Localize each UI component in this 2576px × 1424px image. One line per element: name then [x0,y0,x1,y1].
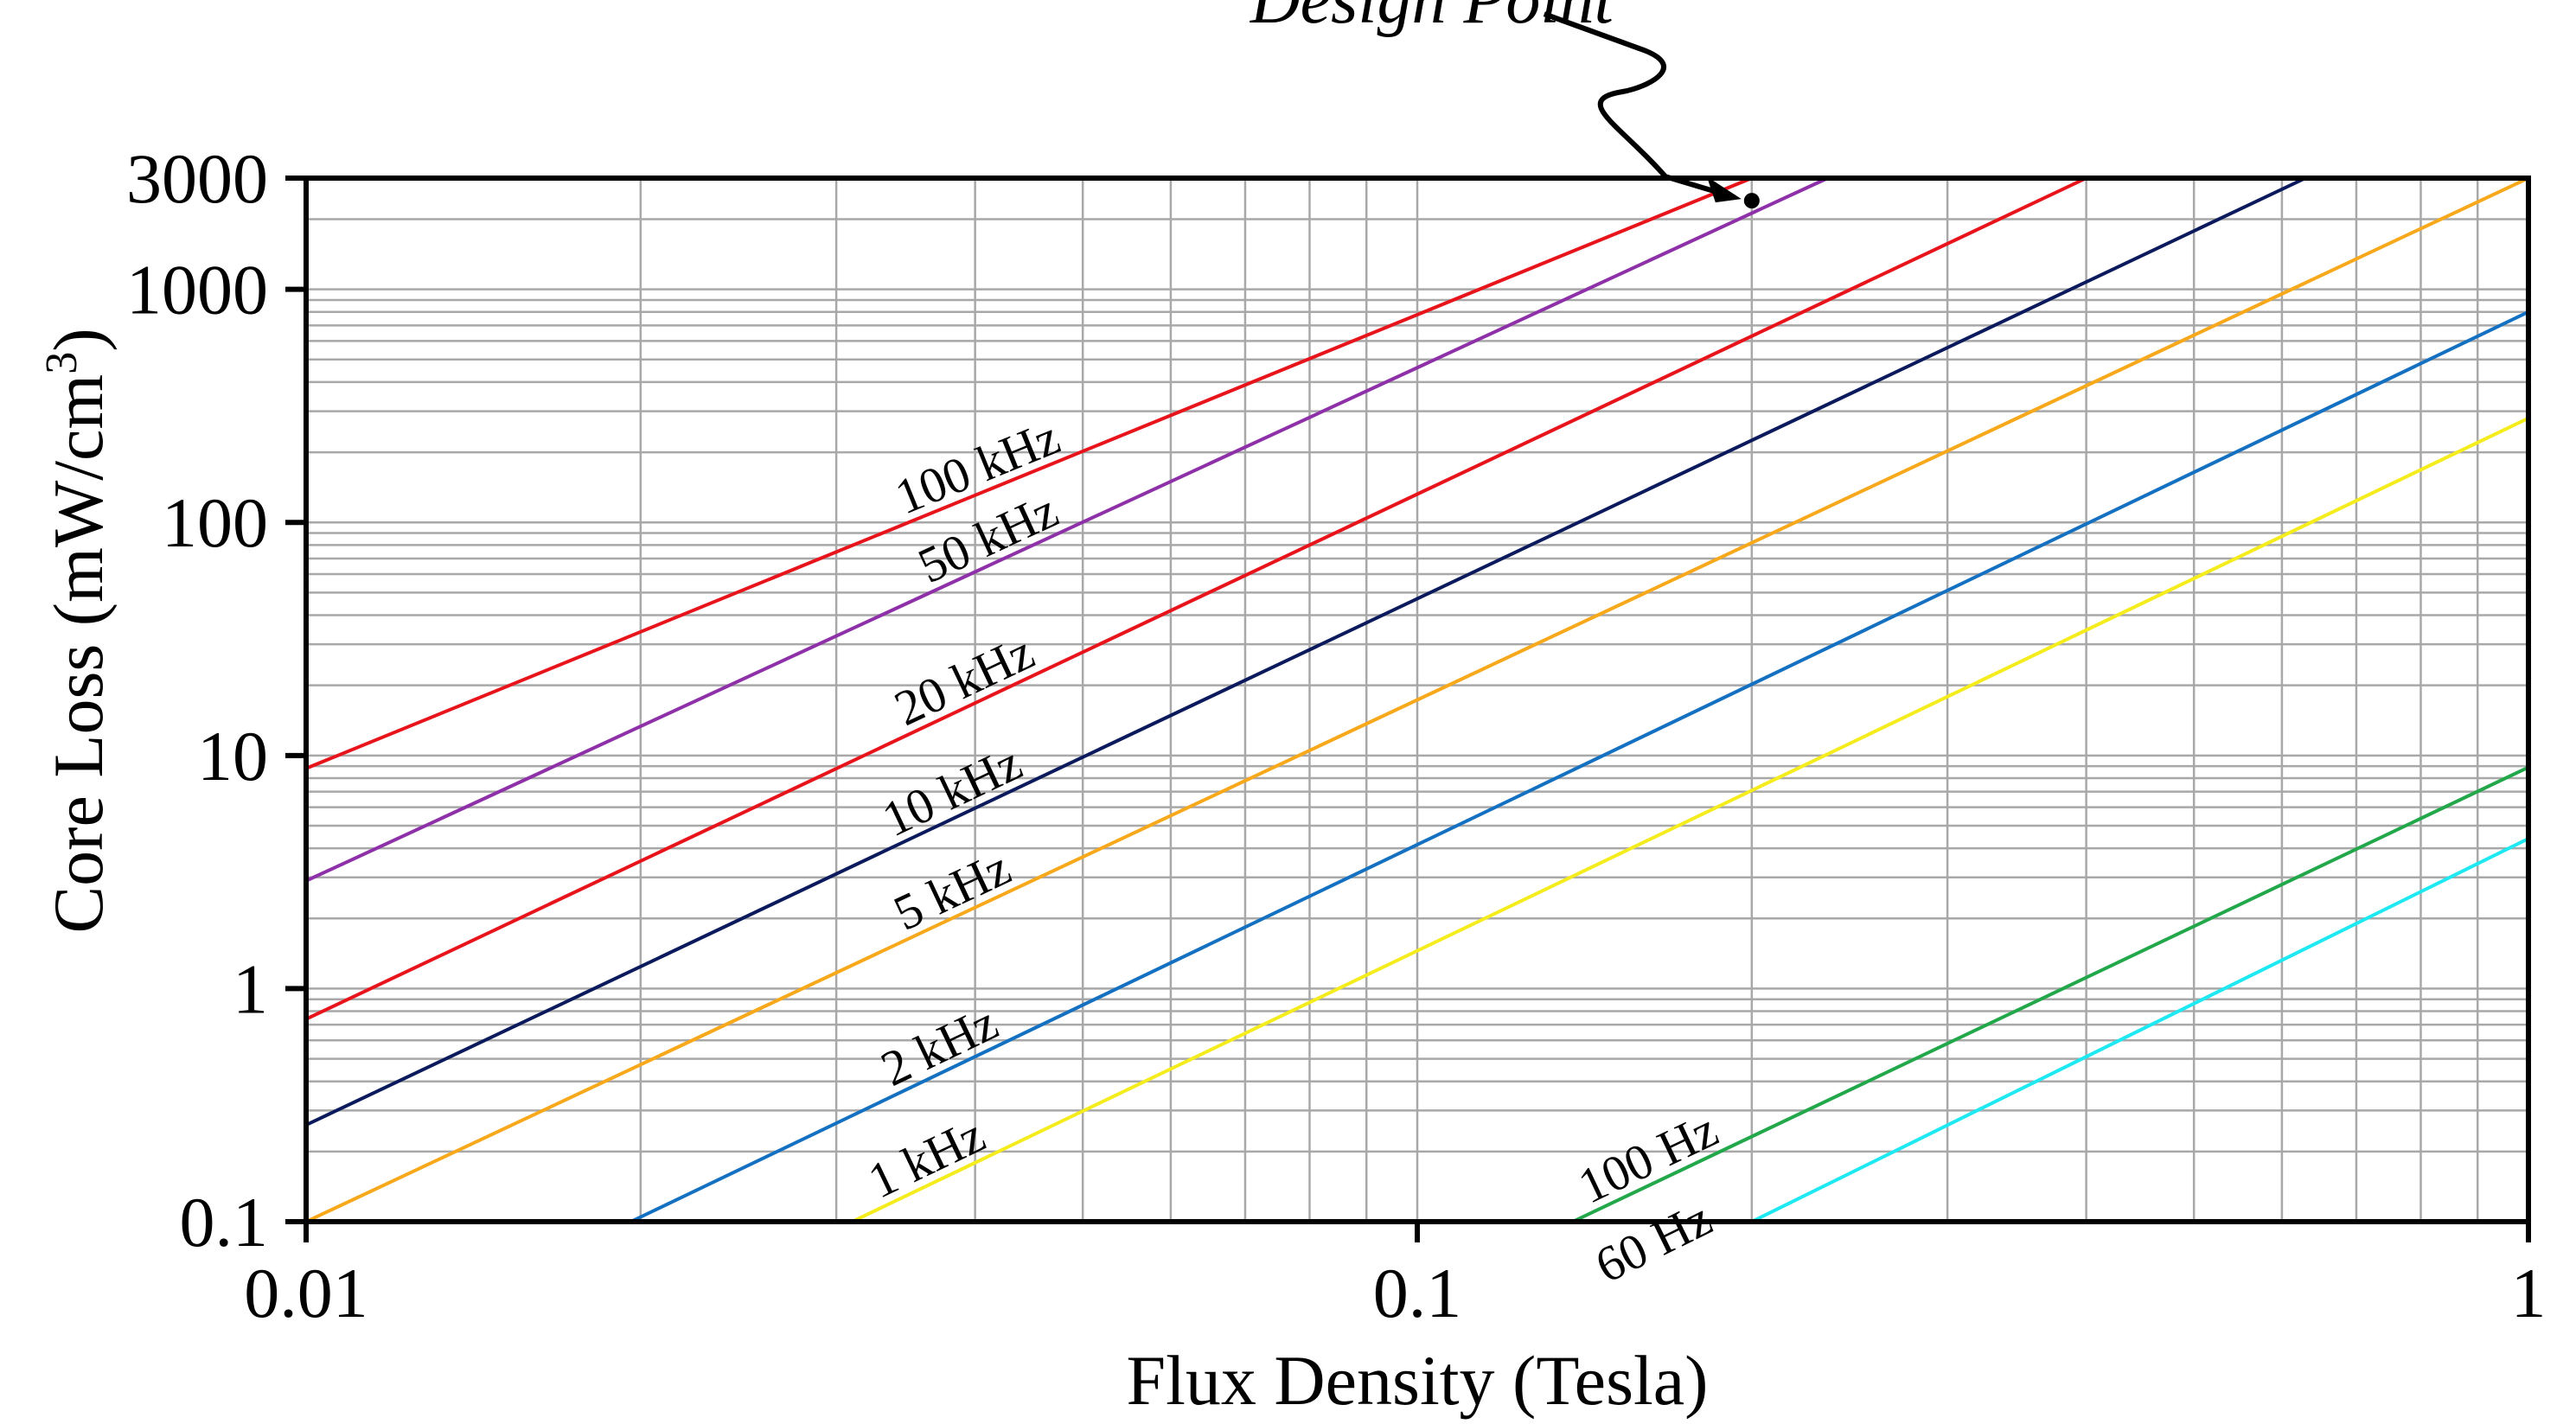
y-axis-title-superscript: 3 [37,352,86,374]
x-tick-label: 0.1 [1373,1254,1462,1332]
series-label: 1 kHz [860,1106,993,1209]
data-points [1743,193,1760,209]
y-tick-label: 10 [197,717,268,795]
series-line [305,176,1829,883]
series-line [851,416,2529,1223]
series-label: 10 kHz [874,734,1031,847]
series-line [1750,837,2529,1223]
series-line [305,176,2087,1021]
x-tick-label: 1 [2511,1254,2547,1332]
y-tick-label: 0.1 [180,1183,269,1261]
grid [306,178,2528,1222]
series-line [305,176,2529,1223]
series-lines [305,176,2529,1223]
y-tick-label: 3000 [126,139,268,218]
design-point-arrowhead [1706,176,1742,203]
y-tick-label: 1000 [126,251,268,329]
annotations: Design Point [1250,0,1742,203]
design-point-leader [1543,11,1735,200]
y-axis-title: Core Loss (mW/cm3) [37,328,118,933]
series-line [630,310,2529,1223]
y-axis-title-end: ) [39,328,118,351]
series-line [1571,765,2529,1223]
series-label: 5 kHz [885,839,1019,941]
y-axis-title-main: Core Loss (mW/cm [39,374,118,934]
x-tick-label: 0.01 [244,1254,368,1332]
series-label: 20 kHz [886,623,1043,737]
design-point-marker [1743,193,1760,209]
x-axis-title: Flux Density (Tesla) [1127,1341,1709,1420]
y-tick-label: 100 [162,483,268,562]
series-line [305,176,1753,770]
series-label: 100 Hz [1569,1101,1726,1214]
y-tick-label: 1 [233,949,268,1028]
series-line [305,176,2307,1127]
